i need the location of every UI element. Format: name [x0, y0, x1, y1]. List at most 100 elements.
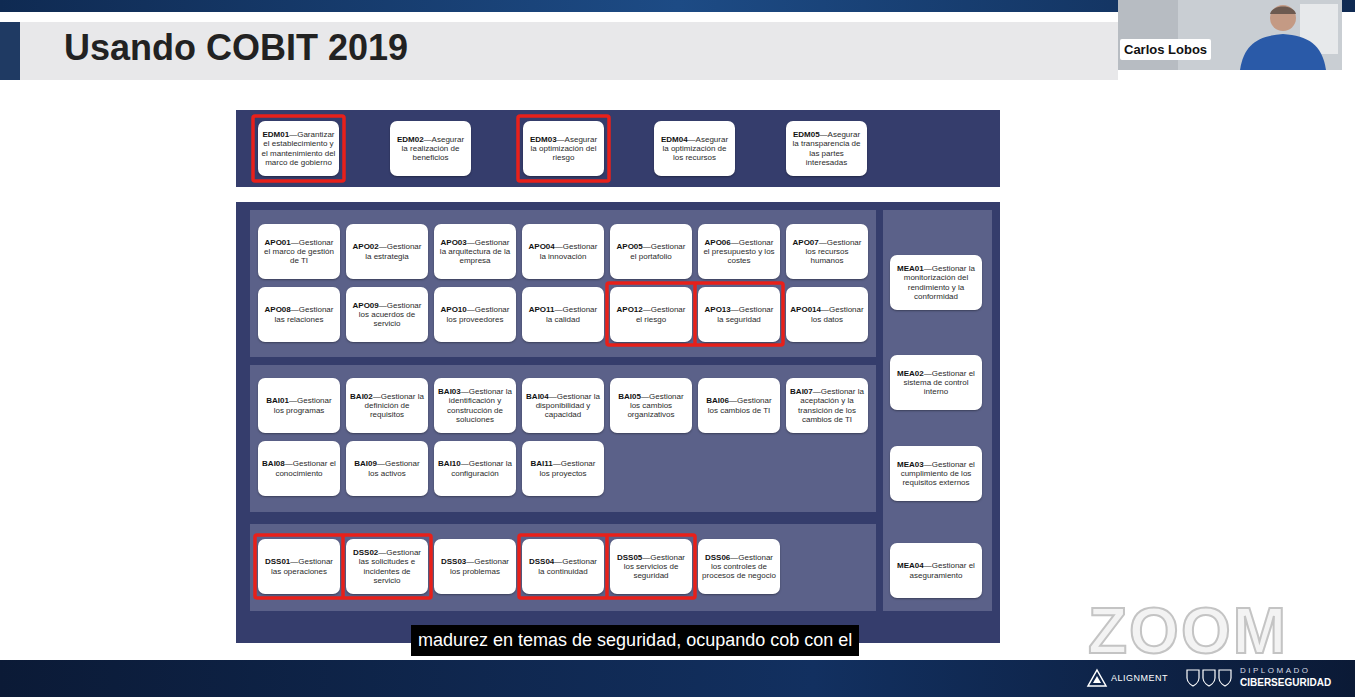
process-code: DSS06: [705, 553, 730, 562]
zoom-watermark: ZOOM: [1088, 594, 1288, 668]
process-code: APO13: [705, 305, 731, 314]
process-box: EDM03—Asegurar la optimización del riesg…: [523, 121, 604, 176]
edm-panel: [236, 110, 1000, 187]
process-box: EDM05—Asegurar la transparencia de las p…: [786, 121, 867, 176]
process-code: BAI10: [438, 459, 461, 468]
process-code: APO07: [793, 238, 819, 247]
process-label: BAI10—Gestionar la configuración: [437, 459, 513, 477]
process-code: APO04: [529, 242, 555, 251]
process-code: APO11: [529, 305, 555, 314]
process-code: EDM03: [530, 135, 557, 144]
process-box: EDM02—Asegurar la realización de benefic…: [390, 121, 471, 176]
webcam-person-body: [1240, 34, 1326, 70]
highlight-divider: [341, 535, 345, 598]
process-box: DSS04—Gestionar la continuidad: [522, 539, 604, 594]
process-box: BAI02—Gestionar la definición de requisi…: [346, 378, 428, 433]
highlight-frame: [253, 116, 344, 181]
process-code: BAI01: [266, 396, 289, 405]
process-code: APO014: [790, 305, 821, 314]
process-code: EDM05: [793, 130, 820, 139]
process-label: BAI05—Gestionar los cambios organizativo…: [613, 392, 689, 420]
process-box: APO014—Gestionar los datos: [786, 287, 868, 342]
webcam-person-head: [1270, 5, 1296, 31]
ciberseguridad-text: CIBERSEGURIDAD: [1240, 677, 1331, 688]
process-label: APO13—Gestionar la seguridad: [701, 305, 777, 323]
apo-section: [250, 210, 876, 357]
process-label: EDM01—Garantizar el establecimiento y el…: [261, 130, 336, 167]
process-code: MEA01: [897, 264, 924, 273]
diplomado-text: DIPLOMADO: [1240, 666, 1311, 675]
process-box: BAI05—Gestionar los cambios organizativo…: [610, 378, 692, 433]
process-box: APO06—Gestionar el presupuesto y los cos…: [698, 224, 780, 279]
process-box: APO12—Gestionar el riesgo: [610, 287, 692, 342]
process-label: APO09—Gestionar los acuerdos de servicio: [349, 301, 425, 329]
process-label: APO06—Gestionar el presupuesto y los cos…: [701, 238, 777, 266]
process-box: MEA01—Gestionar la monitorización del re…: [890, 255, 982, 310]
presenter-name: Carlos Lobos: [1120, 39, 1211, 60]
process-code: DSS03: [441, 557, 466, 566]
process-label: APO08—Gestionar las relaciones: [261, 305, 337, 323]
process-box: BAI04—Gestionar la disponibilidad y capa…: [522, 378, 604, 433]
process-label: APO05—Gestionar el portafolio: [613, 242, 689, 260]
process-label: EDM02—Asegurar la realización de benefic…: [393, 135, 468, 163]
process-box: BAI08—Gestionar el conocimiento: [258, 441, 340, 496]
process-code: BAI06: [706, 396, 729, 405]
process-label: MEA04—Gestionar el aseguramiento: [893, 561, 979, 579]
process-label: APO07—Gestionar los recursos humanos: [789, 238, 865, 266]
process-label: EDM04—Asegurar la optimización de los re…: [657, 135, 732, 163]
process-code: MEA04: [897, 561, 924, 570]
process-label: DSS01—Gestionar las operaciones: [261, 557, 337, 575]
process-code: APO08: [265, 305, 291, 314]
process-box: APO02—Gestionar la estrategia: [346, 224, 428, 279]
process-code: DSS01: [265, 557, 290, 566]
process-box: APO11—Gestionar la calidad: [522, 287, 604, 342]
process-label: DSS05—Gestionar los servicios de segurid…: [613, 553, 689, 581]
process-box: APO04—Gestionar la innovación: [522, 224, 604, 279]
slide-title: Usando COBIT 2019: [64, 27, 408, 69]
process-description: —Gestionar el riesgo: [636, 305, 686, 323]
process-label: EDM05—Asegurar la transparencia de las p…: [789, 130, 864, 167]
crest-icon: [1219, 670, 1231, 686]
process-box: APO13—Gestionar la seguridad: [698, 287, 780, 342]
process-code: APO09: [353, 301, 379, 310]
process-label: BAI09—Gestionar los activos: [349, 459, 425, 477]
process-box: MEA04—Gestionar el aseguramiento: [890, 543, 982, 598]
process-code: DSS02: [353, 548, 378, 557]
process-label: APO10—Gestionar los proveedores: [437, 305, 513, 323]
process-label: MEA03—Gestionar el cumplimiento de los r…: [893, 460, 979, 488]
process-code: BAI09: [354, 459, 377, 468]
process-label: APO03—Gestionar la arquitectura de la em…: [437, 238, 513, 266]
webcam-person-hair: [1270, 7, 1296, 15]
process-box: BAI09—Gestionar los activos: [346, 441, 428, 496]
process-code: DSS05: [617, 553, 642, 562]
process-code: APO12: [617, 305, 643, 314]
process-code: BAI07: [790, 387, 813, 396]
process-code: EDM01: [262, 130, 289, 139]
process-label: DSS04—Gestionar la continuidad: [525, 557, 601, 575]
process-code: DSS04: [529, 557, 554, 566]
process-code: APO01: [265, 238, 291, 247]
alignment-logo: [1093, 676, 1101, 683]
crest-icon: [1203, 670, 1215, 686]
process-code: APO06: [705, 238, 731, 247]
process-code: APO03: [441, 238, 467, 247]
process-code: EDM02: [397, 135, 424, 144]
process-box: DSS02—Gestionar las solicitudes e incide…: [346, 539, 428, 594]
process-box: APO01—Gestionar el marco de gestión de T…: [258, 224, 340, 279]
process-box: BAI07—Gestionar la aceptación y la trans…: [786, 378, 868, 433]
process-label: APO02—Gestionar la estrategia: [349, 242, 425, 260]
process-code: BAI05: [618, 392, 641, 401]
process-label: MEA02—Gestionar el sistema de control in…: [893, 369, 979, 397]
webcam-frame: [1118, 0, 1342, 70]
process-box: APO03—Gestionar la arquitectura de la em…: [434, 224, 516, 279]
process-box: DSS05—Gestionar los servicios de segurid…: [610, 539, 692, 594]
process-label: DSS02—Gestionar las solicitudes e incide…: [349, 548, 425, 585]
process-code: APO10: [441, 305, 467, 314]
process-box: APO10—Gestionar los proveedores: [434, 287, 516, 342]
process-box: BAI03—Gestionar la identificación y cons…: [434, 378, 516, 433]
subtitle-caption: madurez en temas de seguridad, ocupando …: [411, 625, 859, 656]
alignment-logo: [1088, 670, 1106, 686]
highlight-frame: [255, 535, 431, 598]
process-label: BAI03—Gestionar la identificación y cons…: [437, 387, 513, 424]
process-label: APO12—Gestionar el riesgo: [613, 305, 689, 323]
